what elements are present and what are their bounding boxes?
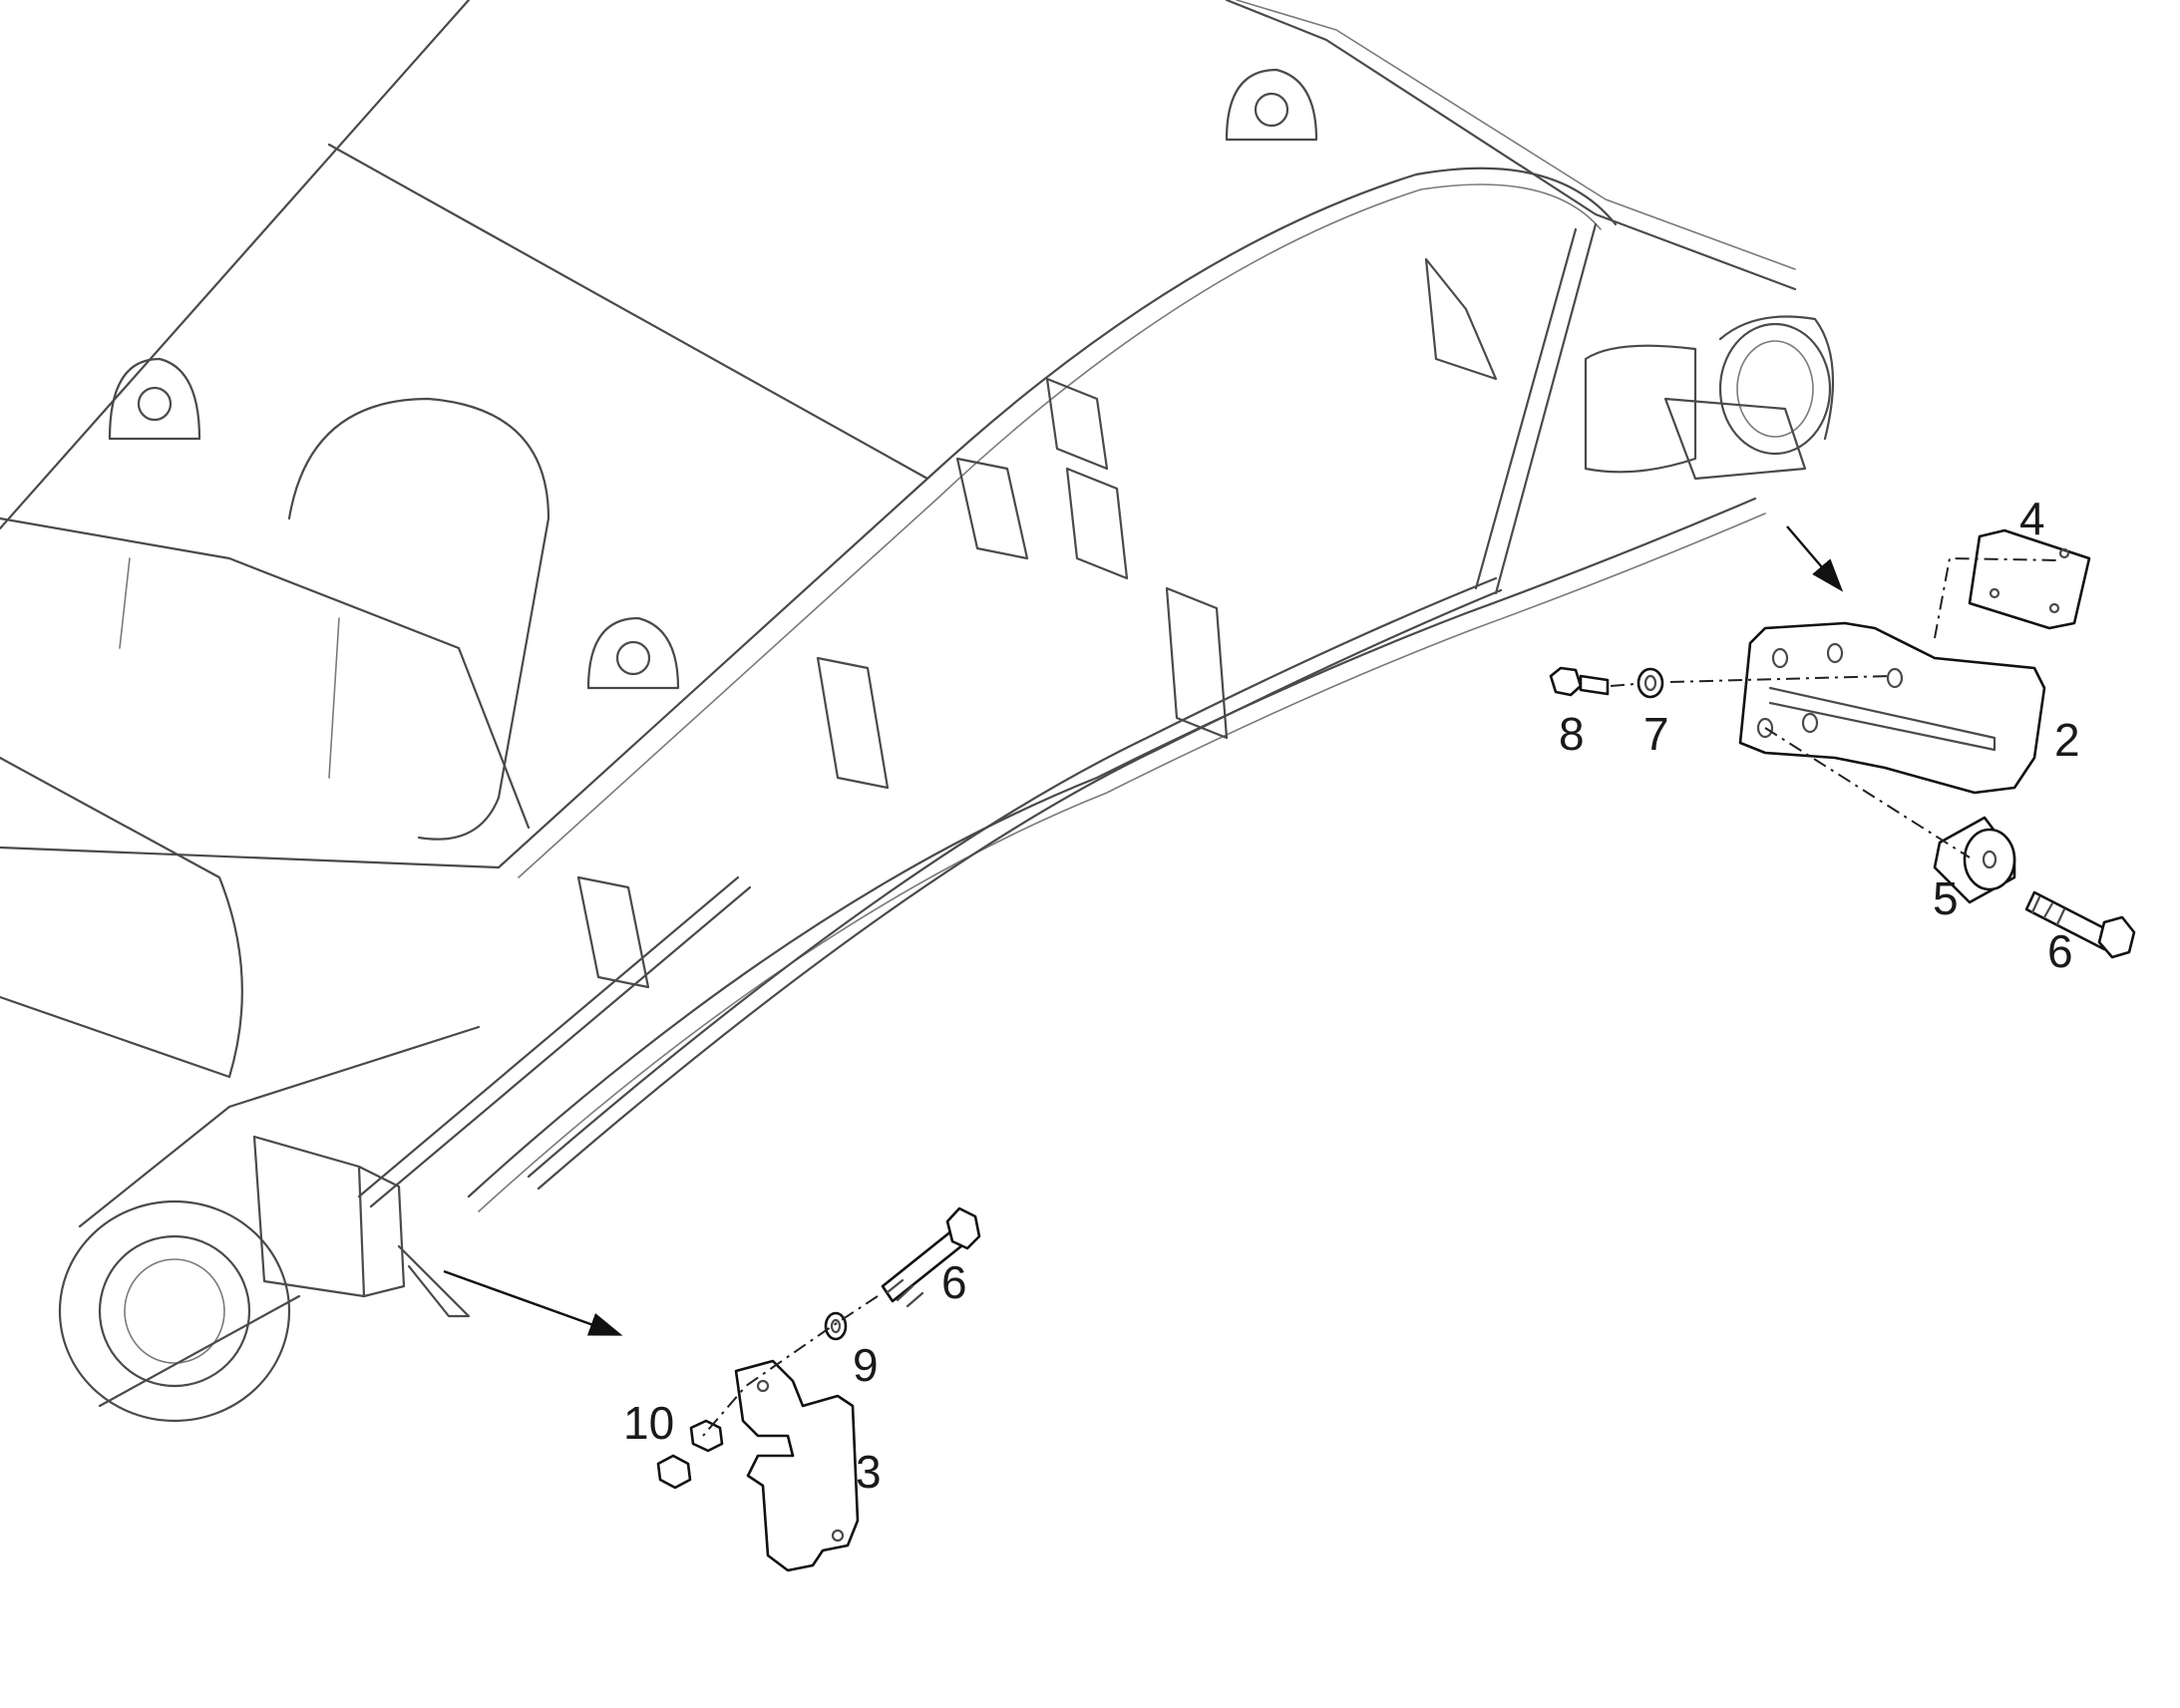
- nuts-10: [656, 1419, 724, 1490]
- callout-9: 9: [853, 1339, 879, 1391]
- spacer-5: [1933, 816, 2016, 904]
- bracket-plate-3: [734, 1359, 860, 1572]
- callout-3: 3: [856, 1446, 882, 1498]
- callout-7: 7: [1643, 708, 1669, 760]
- callout-5: 5: [1933, 872, 1959, 924]
- bolt-8: [1549, 666, 1610, 697]
- callout-8: 8: [1559, 708, 1585, 760]
- lower-bracket-group: [656, 1206, 981, 1572]
- callout-6-lower: 6: [941, 1256, 967, 1308]
- bolt-6-upper: [2024, 890, 2136, 959]
- washer-9: [824, 1311, 848, 1341]
- callout-10: 10: [623, 1397, 674, 1449]
- upper-bracket-group: [1549, 528, 2136, 959]
- part-callouts: 2 3 4 5 6 6 7 8 9 10: [623, 493, 2080, 1498]
- callout-6-upper: 6: [2047, 925, 2073, 977]
- callout-2: 2: [2054, 714, 2080, 766]
- boom-assembly: [0, 0, 1844, 1423]
- block-4: [1968, 528, 2091, 630]
- bolt-6-lower: [881, 1206, 981, 1308]
- mount-plate-2: [1738, 621, 2046, 795]
- washer-7: [1636, 667, 1664, 699]
- callout-4: 4: [2019, 493, 2045, 544]
